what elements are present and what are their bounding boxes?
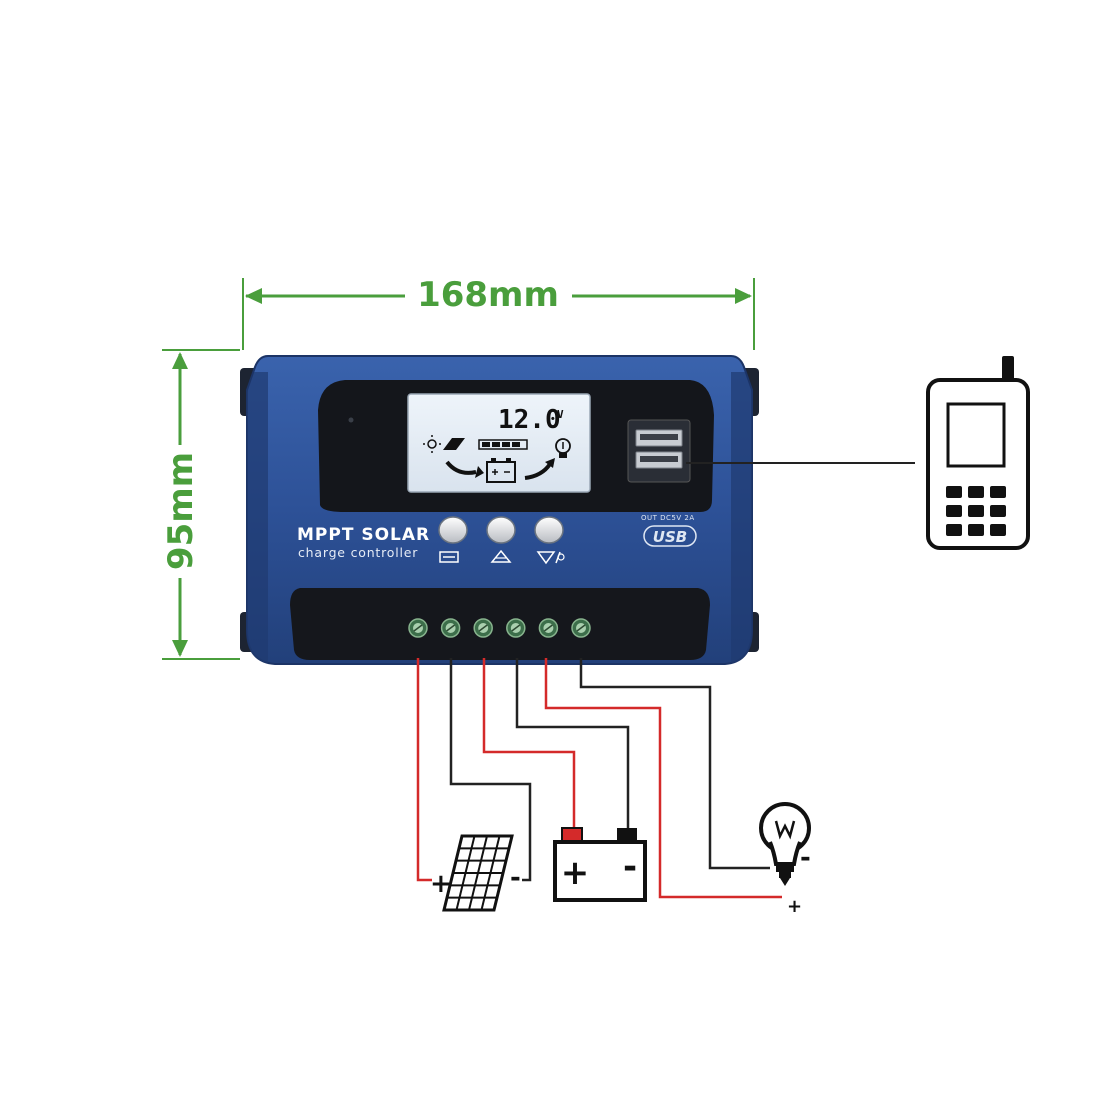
- wire-battery-positive: [482, 658, 576, 830]
- terminal-screw-5[interactable]: [538, 618, 559, 638]
- lcd-sun-panel-icon: [423, 435, 465, 453]
- wire-solar-negative: [449, 658, 532, 882]
- battery-minus-label: -: [623, 847, 637, 887]
- up-button[interactable]: [486, 516, 516, 544]
- wire-solar-positive: [416, 658, 432, 882]
- phone-key: [968, 486, 984, 498]
- usb-output-label: OUT DC5V 2A: [641, 514, 695, 522]
- phone-key: [946, 524, 962, 536]
- wire-battery-negative: [515, 658, 630, 830]
- terminal-screw-6[interactable]: [571, 618, 591, 638]
- width-label: 168mm: [417, 275, 559, 315]
- load-minus-label: -: [800, 843, 811, 873]
- lcd-discharge-arrow-icon: [524, 458, 555, 480]
- solar-plus-label: +: [430, 869, 452, 899]
- lcd-charge-arrow-icon: [445, 460, 484, 478]
- lcd-voltage-unit: V: [557, 408, 564, 421]
- usb-logo-text: USB: [653, 528, 687, 546]
- wire-load-negative: [579, 658, 770, 870]
- phone-key: [968, 524, 984, 536]
- menu-button[interactable]: [438, 516, 468, 544]
- light-bulb-icon: [759, 802, 811, 886]
- phone-key: [946, 505, 962, 517]
- charge-controller: 12.0 V: [240, 355, 759, 665]
- terminal-block: [290, 588, 710, 660]
- solar-panel-icon: [442, 834, 514, 912]
- terminal-screw-1[interactable]: [408, 618, 428, 638]
- usb-port-housing: [627, 419, 691, 483]
- terminal-screw-3[interactable]: [473, 618, 493, 638]
- phone-key: [990, 524, 1006, 536]
- menu-icon: [439, 551, 459, 563]
- wiring: [416, 462, 915, 899]
- solar-minus-label: -: [510, 863, 521, 893]
- down-button[interactable]: [534, 516, 564, 544]
- lcd-battery-level-icon: [478, 439, 528, 450]
- width-dimension: 168mm: [242, 275, 755, 350]
- down-triangle-icon: [536, 551, 565, 565]
- load-plus-label: +: [787, 896, 802, 917]
- brand-subtitle: charge controller: [298, 545, 418, 560]
- lcd-voltage-value: 12.0: [498, 405, 561, 435]
- usb-logo-badge: USB: [643, 525, 697, 547]
- battery-plus-label: +: [561, 853, 590, 893]
- terminal-screws: [408, 618, 591, 638]
- phone-key: [946, 486, 962, 498]
- terminal-screw-4[interactable]: [506, 618, 526, 638]
- height-dimension: 95mm: [161, 349, 240, 660]
- brand-title: MPPT SOLAR: [297, 525, 430, 545]
- height-label: 95mm: [161, 452, 201, 570]
- lcd-bulb-icon: [555, 438, 571, 458]
- battery-icon: [553, 827, 647, 902]
- mobile-phone-icon: [926, 356, 1030, 550]
- lcd-battery-icon: [486, 458, 516, 483]
- phone-key: [990, 505, 1006, 517]
- phone-key: [990, 486, 1006, 498]
- phone-key: [968, 505, 984, 517]
- up-triangle-icon: [490, 549, 512, 563]
- terminal-screw-2[interactable]: [440, 618, 461, 638]
- wire-load-positive: [544, 658, 782, 899]
